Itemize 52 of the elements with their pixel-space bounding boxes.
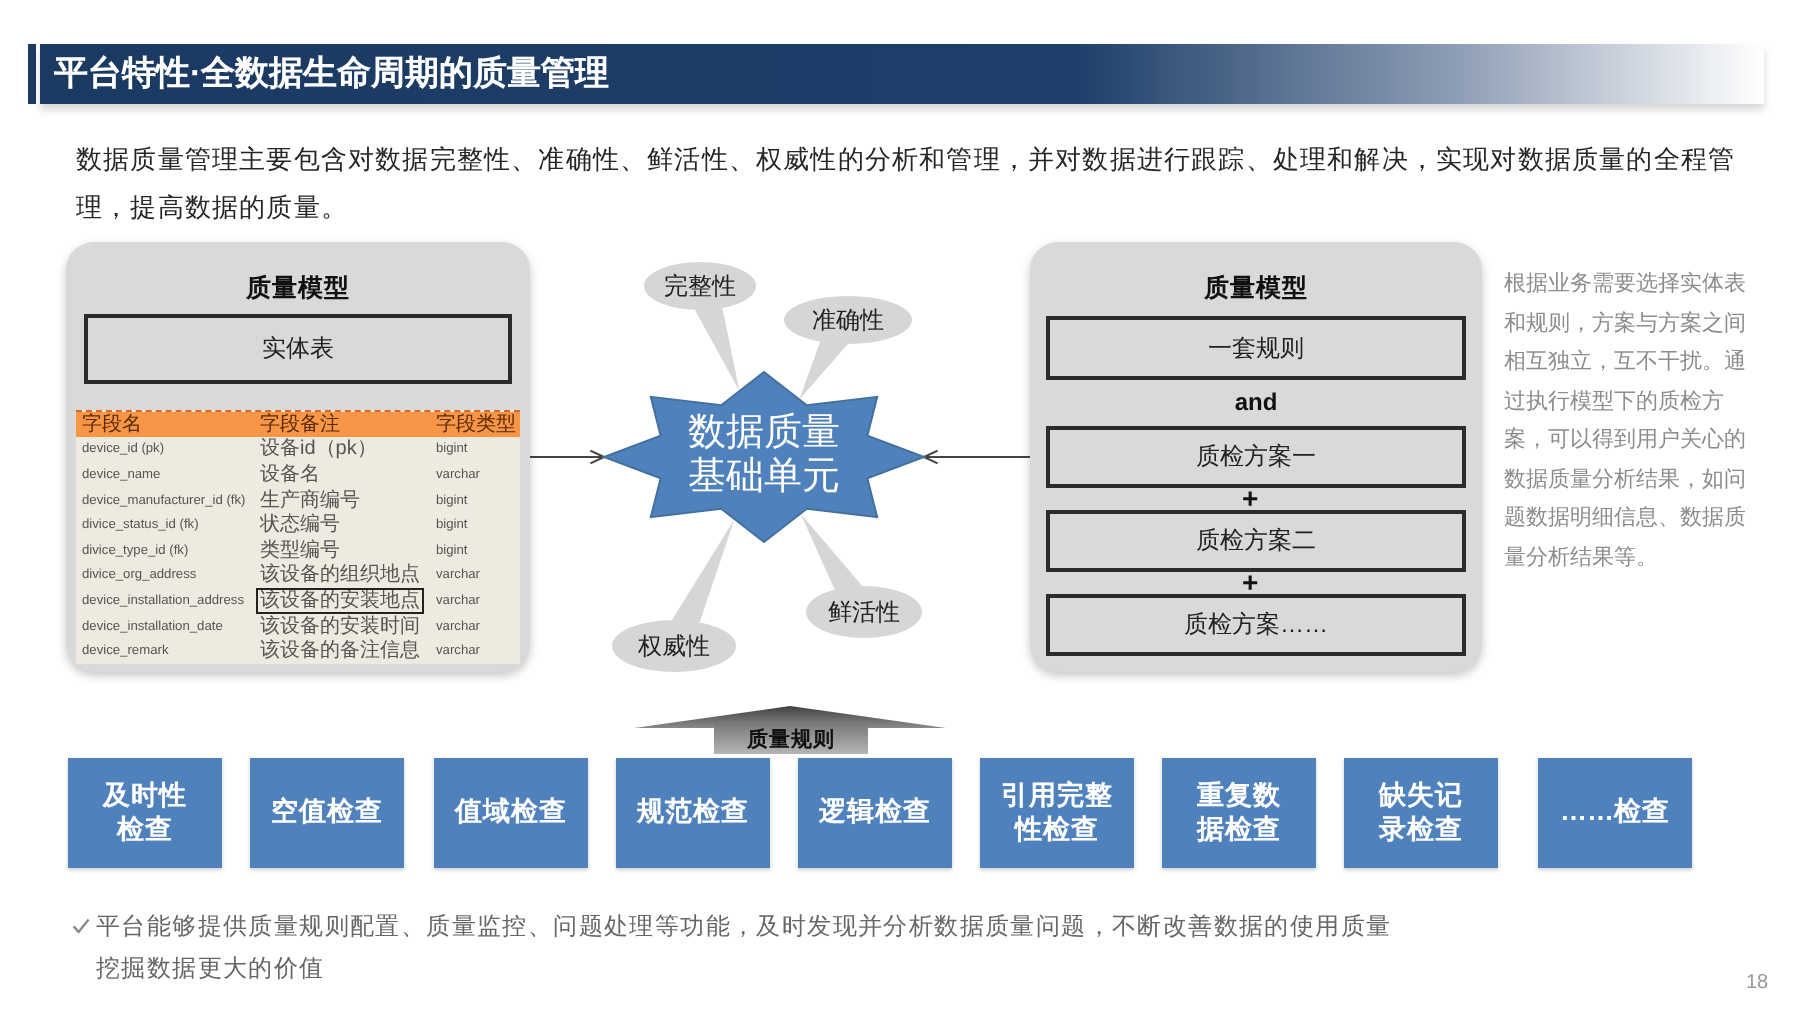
field-comment: 类型编号 [258, 539, 342, 562]
arrow-banner-label: 质量规则 [745, 726, 837, 754]
callout-bubble: 权威性 [612, 620, 736, 672]
check-tile: 值域检查 [434, 758, 588, 868]
intro-paragraph: 数据质量管理主要包含对数据完整性、准确性、鲜活性、权威性的分析和管理，并对数据进行跟踪、处理和解决，实现对数据质量的全程管理，提高数据的质量。 [76, 142, 1738, 226]
panel-heading: 质量模型 [1204, 272, 1308, 304]
footnote-text: 平台能够提供质量规则配置、质量监控、问题处理等功能，及时发现并分析数据质量问题，不断改善数据的使用质量 [96, 910, 1392, 942]
and-text: and [1232, 386, 1280, 418]
arrow [529, 449, 606, 465]
check-tile: 规范检查 [616, 758, 770, 868]
rule-item: 实体表 [84, 314, 512, 384]
page-title: 平台特性·全数据生命周期的质量管理 [54, 54, 610, 94]
star-label: 数据质量基础单元 [686, 411, 842, 503]
column-header: 字段名 [80, 413, 144, 436]
check-tile: ……检查 [1538, 758, 1692, 868]
star-burst [604, 372, 924, 542]
page-number: 18 [1746, 972, 1769, 996]
field-comment: 该设备的组织地点 [258, 564, 422, 587]
rule-item: 质检方案二 [1046, 510, 1466, 572]
field-comment: 该设备的安装地点 [258, 589, 422, 612]
model-panel [66, 242, 530, 672]
check-tile: 逻辑检查 [798, 758, 952, 868]
field-comment: 该设备的安装时间 [258, 615, 422, 638]
callout-bubble: 鲜活性 [806, 586, 922, 638]
column-header: 字段类型 [434, 413, 518, 436]
side-note: 根据业务需要选择实体表和规则，方案与方案之间相互独立，互不干扰。通过执行模型下的质检方案，可以得到用户关心的数据质量分析结果，如问题数据明细信息、数据质量分析结果等。 [1504, 269, 1748, 573]
check-tile: 及时性检查 [68, 758, 222, 868]
check-tile: 重复数据检查 [1162, 758, 1316, 868]
rule-item: 质检方案一 [1046, 426, 1466, 488]
callout-bubble: 完整性 [644, 262, 756, 310]
callout-pointer [800, 513, 863, 590]
field-comment: 该设备的备注信息 [258, 640, 422, 663]
panel-heading: 质量模型 [246, 272, 350, 304]
field-comment: 设备名 [258, 463, 322, 486]
model-panel [1030, 242, 1482, 672]
footnote-text: 挖掘数据更大的价值 [96, 952, 325, 984]
plus-sign: + [1242, 486, 1259, 510]
callout-pointer [672, 519, 735, 623]
rule-item: 质检方案…… [1046, 594, 1466, 656]
column-header: 字段备注 [258, 413, 342, 436]
callout-pointer [799, 341, 848, 400]
check-tile: 引用完整性检查 [980, 758, 1134, 868]
field-comment: 设备id（pk） [258, 438, 379, 461]
field-comment: 状态编号 [258, 514, 342, 537]
check-tile: 空值检查 [250, 758, 404, 868]
rule-item: 一套规则 [1046, 316, 1466, 380]
callout-pointer [694, 308, 740, 391]
field-comment: 生产商编号 [258, 489, 362, 512]
check-tile: 缺失记录检查 [1344, 758, 1498, 868]
plus-sign: + [1242, 570, 1259, 594]
upward-arrow-banner [634, 706, 946, 754]
arrow [922, 449, 1031, 465]
